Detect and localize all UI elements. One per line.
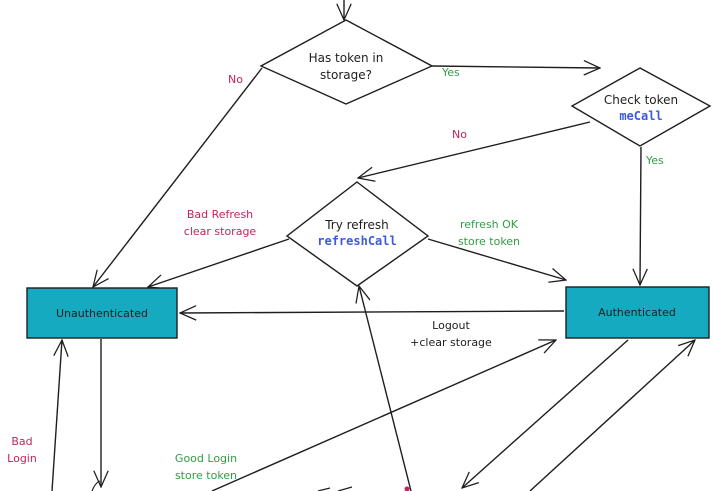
- state-unauthenticated: Unauthenticated: [26, 287, 178, 339]
- edge-check-token-no: [358, 121, 591, 178]
- label-bad-login-1: Bad: [11, 435, 32, 448]
- label-bad-login-2: Login: [7, 452, 37, 465]
- check-token-line1: Check token: [604, 93, 678, 107]
- state-authenticated: Authenticated: [565, 286, 710, 339]
- unauthenticated-label: Unauthenticated: [56, 307, 148, 320]
- label-check-token-yes: Yes: [645, 154, 664, 167]
- decision-check-token: Check token meCall: [570, 67, 712, 147]
- diamond-shape: [259, 19, 434, 105]
- edge-auth-down: [462, 339, 629, 488]
- label-good-login-2: store token: [175, 469, 237, 482]
- decision-try-refresh: Try refresh refreshCall: [285, 181, 430, 287]
- state-box: [565, 286, 710, 339]
- label-logout-2: +clear storage: [410, 336, 492, 349]
- edges: [51, 0, 695, 491]
- edge-bad-login: [51, 340, 62, 491]
- partial-shape-bottom-middle: [317, 486, 353, 491]
- partial-marker-bottom: [404, 486, 410, 491]
- decision-has-token: Has token in storage?: [259, 19, 434, 105]
- label-bad-refresh-2: clear storage: [184, 225, 257, 238]
- label-refresh-ok-1: refresh OK: [460, 218, 519, 231]
- edge-refresh-ok: [427, 238, 566, 280]
- has-token-line2: storage?: [320, 68, 372, 82]
- check-token-code: meCall: [619, 109, 662, 123]
- label-has-token-no: No: [228, 73, 243, 86]
- diamond-shape: [570, 67, 712, 147]
- edge-to-try-refresh: [359, 286, 412, 491]
- edge-check-token-yes: [640, 146, 641, 285]
- try-refresh-code: refreshCall: [317, 234, 396, 248]
- edge-to-authenticated: [529, 340, 695, 491]
- state-box: [26, 287, 178, 339]
- label-logout-1: Logout: [432, 319, 470, 332]
- label-good-login-1: Good Login: [175, 452, 237, 465]
- partial-shape-bottom-left: [91, 480, 101, 491]
- edge-bad-refresh: [148, 238, 290, 287]
- edge-logout: [180, 311, 565, 313]
- diamond-shape: [285, 181, 430, 287]
- edge-has-token-no: [93, 67, 263, 287]
- authenticated-label: Authenticated: [598, 306, 676, 319]
- label-bad-refresh-1: Bad Refresh: [187, 208, 253, 221]
- label-refresh-ok-2: store token: [458, 235, 520, 248]
- edge-good-login: [211, 340, 556, 491]
- label-check-token-no: No: [452, 128, 467, 141]
- has-token-line1: Has token in: [309, 51, 384, 65]
- try-refresh-line1: Try refresh: [324, 218, 389, 232]
- edge-has-token-yes: [431, 66, 600, 68]
- edge-labels: No Yes No Yes Bad Refresh clear storage …: [7, 66, 664, 482]
- label-has-token-yes: Yes: [441, 66, 460, 79]
